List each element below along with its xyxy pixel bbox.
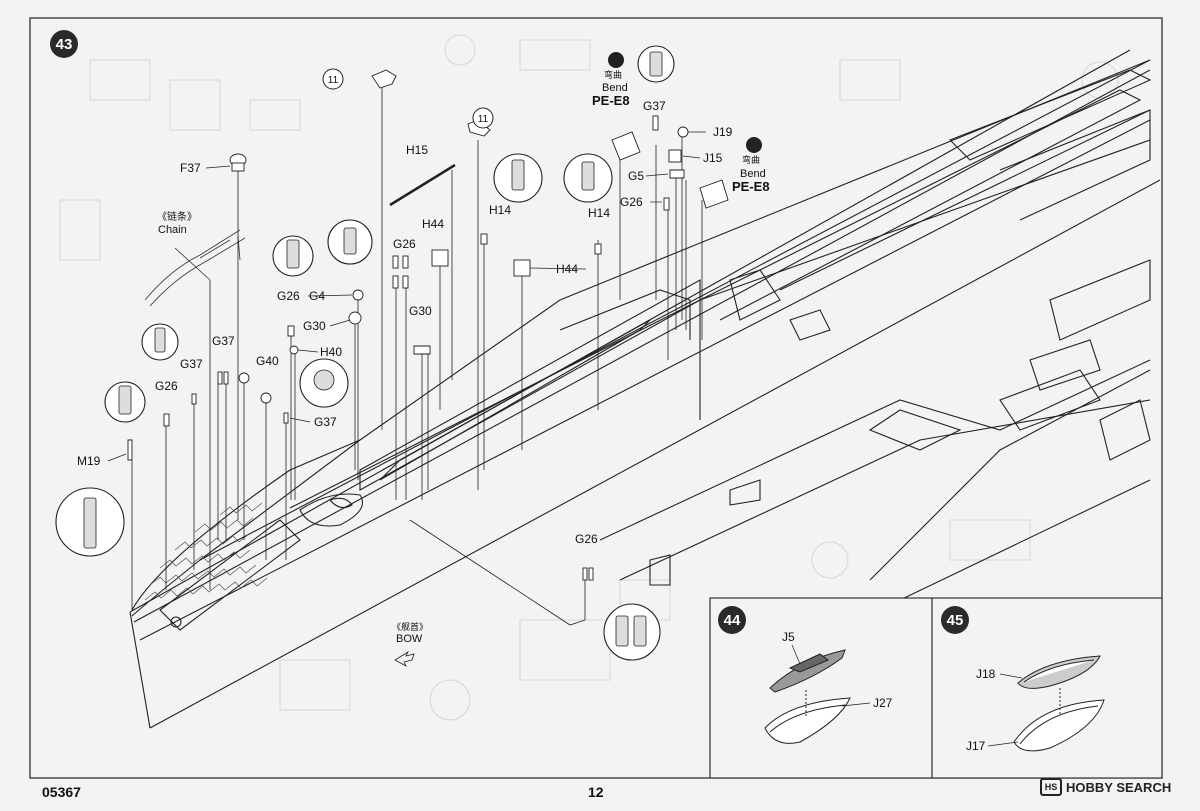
deck-pattern (144, 502, 268, 601)
label-chain-en: Chain (158, 224, 187, 236)
part-h15 (389, 163, 456, 207)
label-g37-b: G37 (180, 357, 203, 371)
label-j15: J15 (703, 151, 723, 165)
label-g26-e: G26 (575, 532, 598, 546)
step-44-badge: 44 (718, 606, 746, 634)
label-j27: J27 (873, 696, 893, 710)
ref-11-b-circle (472, 107, 494, 129)
step-44-leaders (791, 644, 871, 707)
step-44-panel (709, 597, 933, 779)
step-45-boat (1013, 655, 1105, 752)
chain-part (144, 229, 246, 307)
label-leaders (107, 131, 706, 462)
part-g26-e (582, 567, 588, 581)
brand-name: HOBBY SEARCH (1066, 779, 1172, 795)
step-43-number: 43 (56, 36, 73, 53)
label-g26-d: G26 (620, 195, 643, 209)
label-g26-c: G26 (155, 379, 178, 393)
label-bend-en-b: Bend (740, 168, 766, 180)
label-h44-a: H44 (422, 217, 444, 231)
watermark-brand: HS HOBBY SEARCH (1040, 778, 1171, 796)
bend-icon-a (608, 52, 624, 68)
step-45-number: 45 (947, 612, 964, 629)
callout-bubbles (55, 45, 675, 661)
label-11-a: 11 (328, 75, 339, 86)
label-h15: H15 (406, 143, 428, 157)
part-pe-e8-b (699, 179, 729, 209)
part-h40 (289, 345, 299, 355)
part-g30-b (413, 345, 431, 355)
part-g40 (260, 392, 272, 404)
product-code: 05367 (42, 784, 81, 800)
label-g26-a: G26 (393, 237, 416, 251)
label-j18: J18 (976, 667, 996, 681)
label-bend-en-a: Bend (602, 82, 628, 94)
label-g37-a: G37 (212, 334, 235, 348)
small-parts (127, 69, 729, 581)
part-g26-a (392, 255, 399, 269)
label-11-b: 11 (478, 114, 489, 125)
label-j5: J5 (782, 630, 795, 644)
part-pe-e8-a (611, 131, 641, 161)
part-h44-a (431, 249, 449, 267)
page-frame (29, 17, 1163, 779)
page-number: 12 (588, 784, 604, 800)
step-45-badge: 45 (941, 606, 969, 634)
label-bow-cn: 《舰首》 (392, 621, 428, 632)
part-h14-b (594, 243, 602, 255)
step-43-badge: 43 (50, 30, 78, 58)
callout-contents (83, 51, 663, 647)
label-f37: F37 (180, 161, 201, 175)
part-g26-d (663, 197, 670, 211)
label-bow-en: BOW (396, 633, 423, 645)
part-g4 (352, 289, 364, 301)
label-pe-e8-a: PE-E8 (592, 93, 630, 108)
part-h14-a (480, 233, 488, 245)
step-43-labels: 11 11 F37 《链条》 Chain H15 H44 H44 H14 H14… (77, 69, 770, 645)
part-j19 (677, 126, 689, 138)
step-44-number: 44 (724, 612, 741, 629)
step-44-labels: J5 J27 (782, 630, 893, 710)
label-h40: H40 (320, 345, 342, 359)
step-45-labels: J18 J17 (966, 667, 996, 753)
callout-g26-bottom (603, 603, 661, 661)
label-j17: J17 (966, 739, 986, 753)
label-bend-cn-a: 弯曲 (604, 69, 622, 80)
part-g5 (669, 169, 685, 179)
label-g30-b: G30 (409, 304, 432, 318)
label-g5: G5 (628, 169, 644, 183)
bow-arrow-icon (394, 650, 415, 667)
label-h14-b: H14 (588, 206, 610, 220)
label-g26-b: G26 (277, 289, 300, 303)
label-chain-cn: 《链条》 (157, 210, 197, 223)
brand-logo-icon: HS (1040, 778, 1062, 796)
ref-11-a-circle (322, 68, 344, 90)
bend-icon-b (746, 137, 762, 153)
label-j19: J19 (713, 125, 733, 139)
step-44-boat (764, 649, 851, 744)
label-bend-cn-b: 弯曲 (742, 154, 760, 165)
label-m19: M19 (77, 454, 101, 468)
assembly-lines (131, 85, 703, 626)
label-pe-e8-b: PE-E8 (732, 179, 770, 194)
label-h14-a: H14 (489, 203, 511, 217)
ship-hull (129, 49, 1161, 729)
part-g37-d (652, 115, 659, 131)
label-g30-a: G30 (303, 319, 326, 333)
part-h44-b (513, 259, 531, 277)
part-m19 (127, 439, 133, 461)
part-g30-a (348, 311, 362, 325)
step-45-leaders (987, 673, 1023, 747)
part-j15 (668, 149, 682, 163)
part-11-a (371, 69, 397, 89)
part-g26-b (287, 325, 295, 337)
label-g40: G40 (256, 354, 279, 368)
label-g37-d: G37 (643, 99, 666, 113)
label-g37-c: G37 (314, 415, 337, 429)
